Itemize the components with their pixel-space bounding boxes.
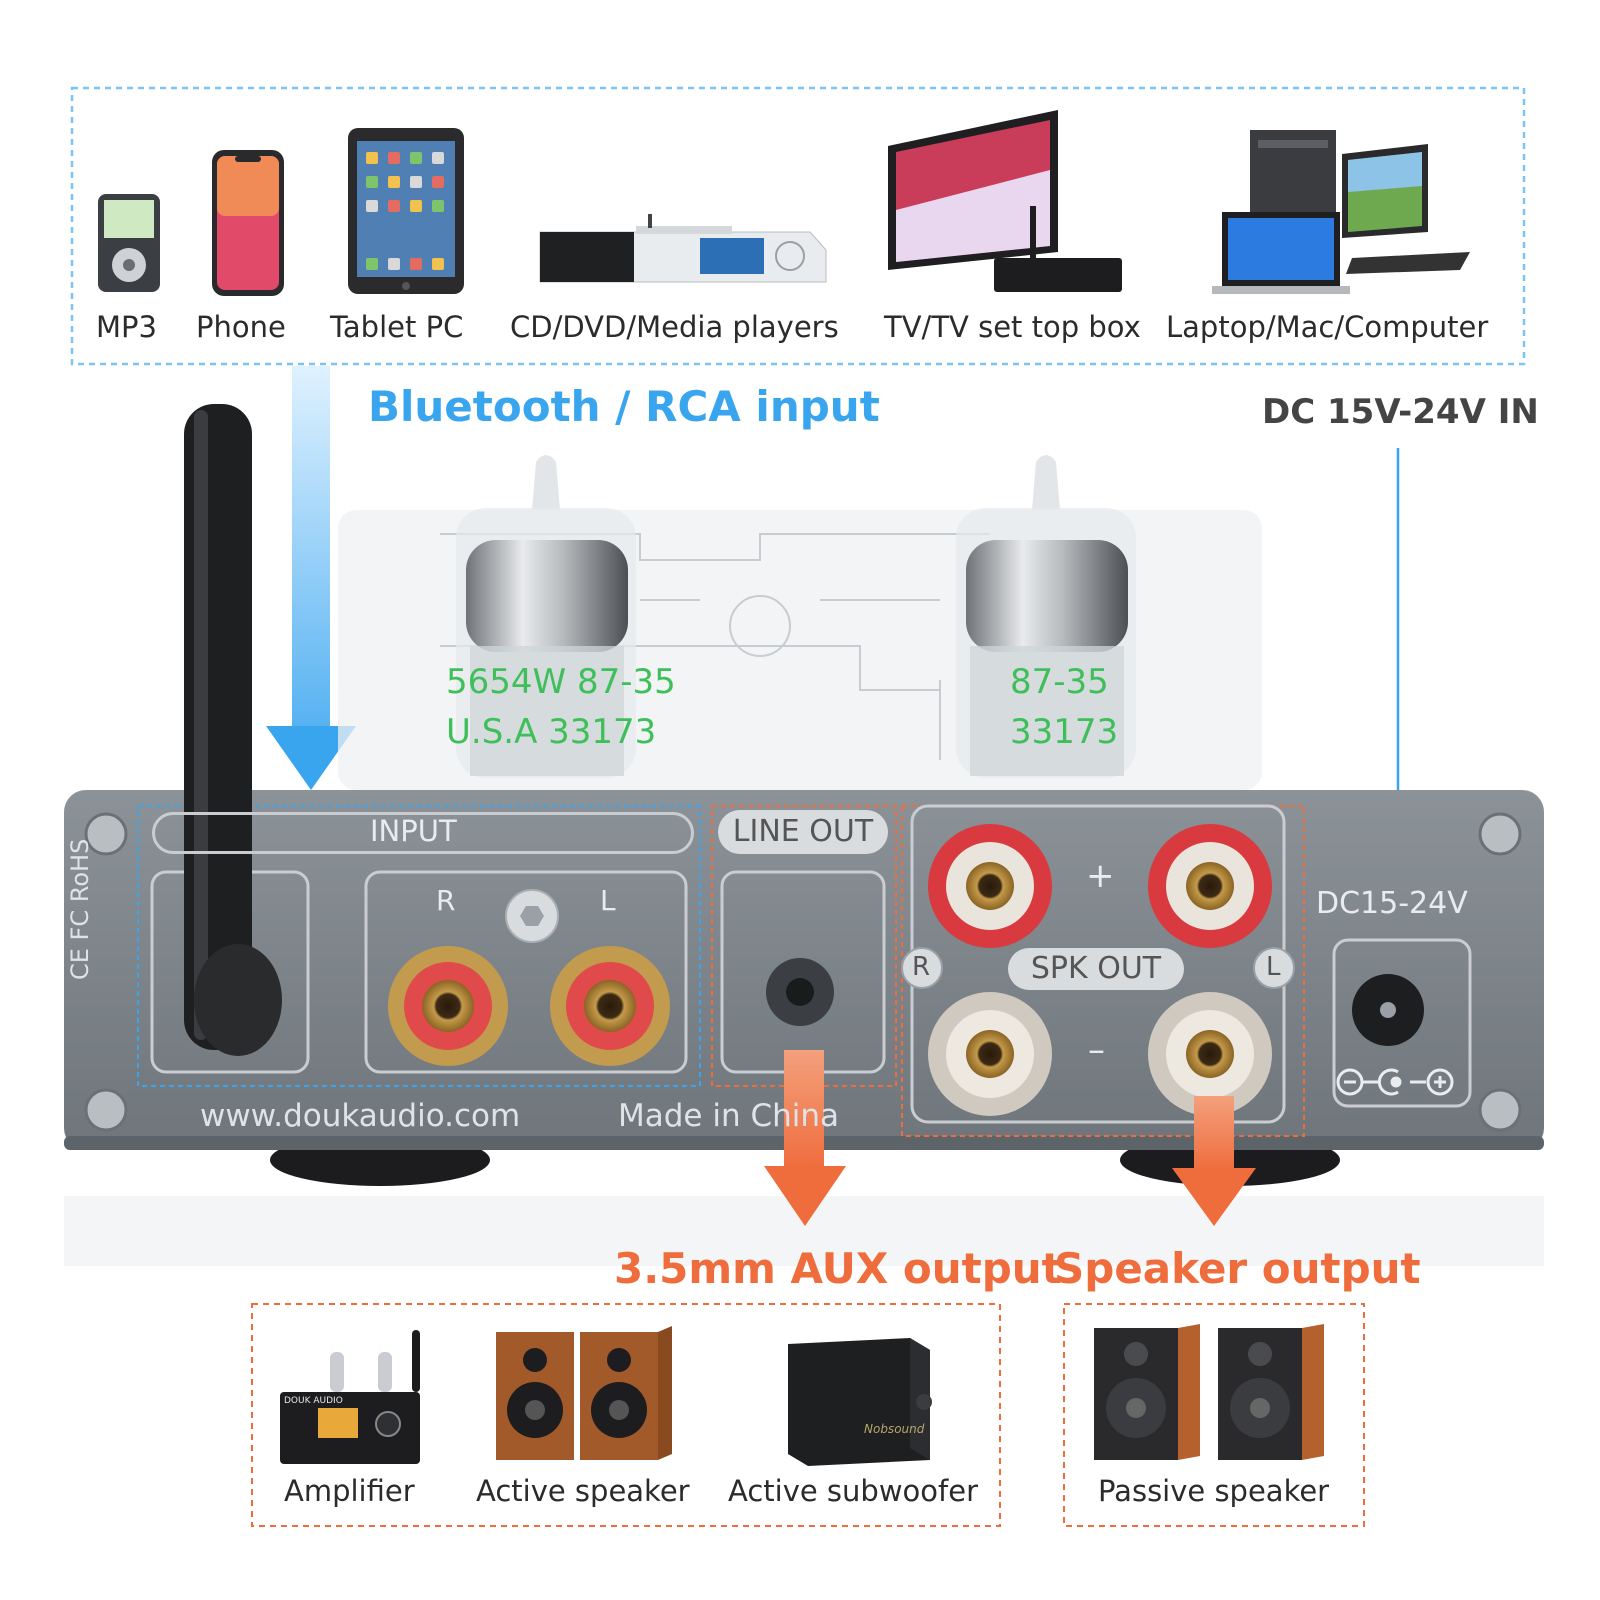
made-in-label: Made in China xyxy=(618,1098,840,1134)
spk-plus-label: + xyxy=(1086,856,1115,896)
mp3-icon xyxy=(98,194,160,292)
dc-label: DC15-24V xyxy=(1316,886,1468,921)
rca-label-l: L xyxy=(600,884,616,917)
bluetooth-antenna-icon xyxy=(184,404,282,1056)
phone-icon xyxy=(212,150,284,296)
tablet-icon xyxy=(348,128,464,294)
binding-post-l-minus-icon xyxy=(1148,992,1272,1116)
line-out-label: LINE OUT xyxy=(718,810,888,854)
rca-jack-right-icon xyxy=(388,946,508,1066)
subwoofer-brand: Nobsound xyxy=(864,1422,925,1436)
input-heading: Bluetooth / RCA input xyxy=(368,382,880,431)
spk-out-label: SPK OUT xyxy=(1008,948,1184,990)
device-label-tv: TV/TV set top box xyxy=(884,310,1141,344)
input-label-frame xyxy=(152,812,694,854)
binding-post-r-minus-icon xyxy=(928,992,1052,1116)
device-label-mp3: MP3 xyxy=(96,310,157,344)
output-label-amplifier: Amplifier xyxy=(284,1474,415,1508)
input-arrow-icon xyxy=(266,366,356,790)
aux-devices-box xyxy=(251,1303,1001,1527)
website-label: www.doukaudio.com xyxy=(200,1098,521,1134)
source-devices-box xyxy=(70,86,1526,366)
output-label-active-speaker: Active speaker xyxy=(476,1474,690,1508)
spk-minus-label: – xyxy=(1088,1030,1105,1070)
spk-label-r: R xyxy=(912,952,931,982)
tube-print-right-2: 33173 xyxy=(1010,712,1119,752)
line-out-region xyxy=(711,805,897,1087)
subwoofer-icon xyxy=(788,1338,932,1466)
aux-output-arrow-icon xyxy=(764,1050,846,1226)
certification-marks: CE FC RoHS xyxy=(66,838,94,980)
device-label-computer: Laptop/Mac/Computer xyxy=(1166,310,1489,344)
tv-icon xyxy=(888,110,1122,292)
device-label-media-player: CD/DVD/Media players xyxy=(510,310,839,344)
rca-label-r: R xyxy=(436,884,456,917)
speaker-output-heading: Speaker output xyxy=(1054,1244,1421,1293)
computer-icon xyxy=(1212,130,1470,294)
amplifier-icon xyxy=(280,1330,420,1464)
input-label: INPUT xyxy=(370,814,457,848)
media-player-icon xyxy=(539,214,827,283)
device-label-phone: Phone xyxy=(196,310,286,344)
active-speaker-icon xyxy=(496,1326,672,1460)
rca-jack-left-icon xyxy=(550,946,670,1066)
dc-polarity-icon xyxy=(1336,1068,1454,1096)
panel-screws xyxy=(84,812,1522,1132)
tube-print-right-1: 87-35 xyxy=(1010,662,1109,702)
output-label-passive-speaker: Passive speaker xyxy=(1098,1474,1330,1508)
aux-output-heading: 3.5mm AUX output xyxy=(614,1244,1062,1293)
tube-print-left-2: U.S.A 33173 xyxy=(446,712,657,752)
device-label-tablet: Tablet PC xyxy=(330,310,464,344)
input-region xyxy=(137,805,701,1087)
passive-speaker-icon xyxy=(1094,1324,1324,1460)
spk-label-l: L xyxy=(1266,952,1281,982)
binding-post-l-plus-icon xyxy=(1148,824,1272,948)
vacuum-tube-right xyxy=(956,455,1136,778)
speaker-devices-box xyxy=(1063,1303,1365,1527)
vacuum-tube-left xyxy=(456,455,636,778)
power-heading: DC 15V-24V IN xyxy=(1262,392,1539,432)
amplifier-brand: DOUK AUDIO xyxy=(284,1396,343,1406)
tube-print-left-1: 5654W 87-35 xyxy=(446,662,676,702)
output-label-subwoofer: Active subwoofer xyxy=(728,1474,978,1508)
speaker-output-arrow-icon xyxy=(1172,1096,1256,1226)
binding-post-r-plus-icon xyxy=(928,824,1052,948)
